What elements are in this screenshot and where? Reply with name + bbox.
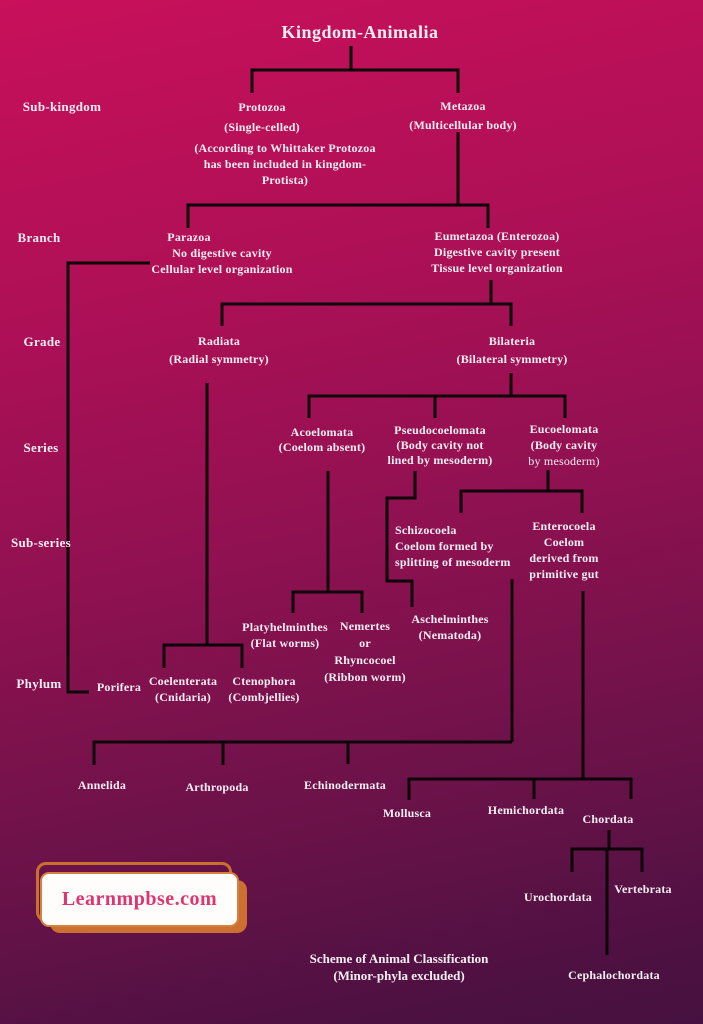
node-pseudocoelomata: Pseudocoelomata (Body cavity not lined b… xyxy=(387,423,493,467)
node-vertebrata: Vertebrata xyxy=(614,882,672,896)
node-chordata: Chordata xyxy=(582,812,634,826)
node-parazoa-description: No digestive cavity Cellular level organ… xyxy=(151,246,293,276)
watermark-text: Learnmpbse.com xyxy=(61,888,218,910)
node-platyhelminthes: Platyhelminthes (Flat worms) xyxy=(242,620,328,650)
node-eucoelomata: Eucoelomata (Body cavity by mesoderm) xyxy=(528,422,600,468)
rank-label-sub-series: Sub-series xyxy=(10,535,72,550)
rank-label-grade: Grade xyxy=(23,334,61,349)
node-nemertes: Nemertes or Rhyncocoel (Ribbon worm) xyxy=(324,619,406,684)
page-title: Kingdom-Animalia xyxy=(281,22,439,42)
node-hemichordata: Hemichordata xyxy=(487,803,565,817)
rank-label-series: Series xyxy=(23,440,59,455)
rank-label-sub-kingdom: Sub-kingdom xyxy=(22,99,102,114)
node-bilateria: Bilateria (Bilateral symmetry) xyxy=(456,334,568,366)
rank-label-phylum: Phylum xyxy=(16,676,62,691)
node-annelida: Annelida xyxy=(77,778,127,792)
node-protozoa-note: (According to Whittaker Protozoa has bee… xyxy=(194,141,376,187)
rank-label-branch: Branch xyxy=(17,230,61,245)
watermark-badge: Learnmpbse.com xyxy=(30,858,254,938)
node-porifera: Porifera xyxy=(96,680,142,694)
node-arthropoda: Arthropoda xyxy=(185,780,249,794)
node-acoelomata: Acoelomata (Coelom absent) xyxy=(278,425,366,454)
node-echinodermata: Echinodermata xyxy=(304,778,386,792)
node-coelenterata: Coelenterata (Cnidaria) xyxy=(148,674,218,704)
node-ctenophora: Ctenophora (Combjellies) xyxy=(228,674,300,704)
node-protozoa: Protozoa (Single-celled) xyxy=(224,100,300,134)
node-eumetazoa: Eumetazoa (Enterozoa) Digestive cavity p… xyxy=(431,229,563,275)
node-metazoa: Metazoa (Multicellular body) xyxy=(409,99,517,132)
node-radiata: Radiata (Radial symmetry) xyxy=(169,334,269,366)
node-cephalochordata: Cephalochordata xyxy=(568,968,660,982)
node-aschelminthes: Aschelminthes (Nematoda) xyxy=(411,612,489,642)
node-urochordata: Urochordata xyxy=(524,890,592,904)
node-schizocoela: Schizocoela Coelom formed by splitting o… xyxy=(395,523,511,569)
badge-card: Learnmpbse.com xyxy=(40,872,239,927)
node-parazoa: Parazoa xyxy=(167,230,211,244)
caption: Scheme of Animal Classification (Minor-p… xyxy=(309,951,489,983)
node-mollusca: Mollusca xyxy=(382,806,432,820)
node-enterocoela: Enterocoela Coelom derived from primitiv… xyxy=(529,519,599,581)
